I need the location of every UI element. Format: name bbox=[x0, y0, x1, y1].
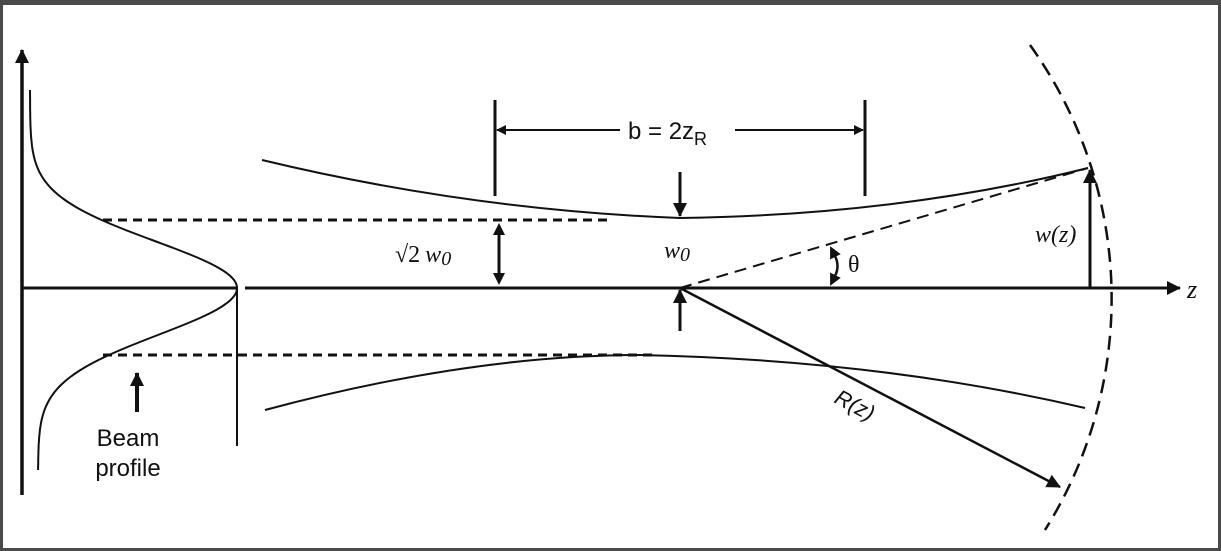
rz-label: R(z) bbox=[831, 384, 879, 426]
beam-envelope-upper bbox=[261, 159, 1089, 220]
wavefront-dashed-arc bbox=[1028, 44, 1113, 531]
beam-envelope-lower bbox=[264, 353, 1086, 411]
theta-arc-arrow bbox=[830, 246, 841, 286]
theta-label: θ bbox=[848, 252, 860, 278]
rz-arrow bbox=[679, 286, 1061, 489]
profile-label: profile bbox=[95, 455, 160, 482]
divergence-dashed-line bbox=[679, 167, 1089, 289]
wz-label: w(z) bbox=[1035, 222, 1076, 248]
w0-label: w0 bbox=[664, 238, 690, 266]
b-label: b = 2zR bbox=[628, 118, 707, 149]
beam-label: Beam bbox=[97, 425, 160, 452]
beam-profile-curve bbox=[29, 90, 239, 470]
z-axis-label: z bbox=[1186, 275, 1197, 304]
